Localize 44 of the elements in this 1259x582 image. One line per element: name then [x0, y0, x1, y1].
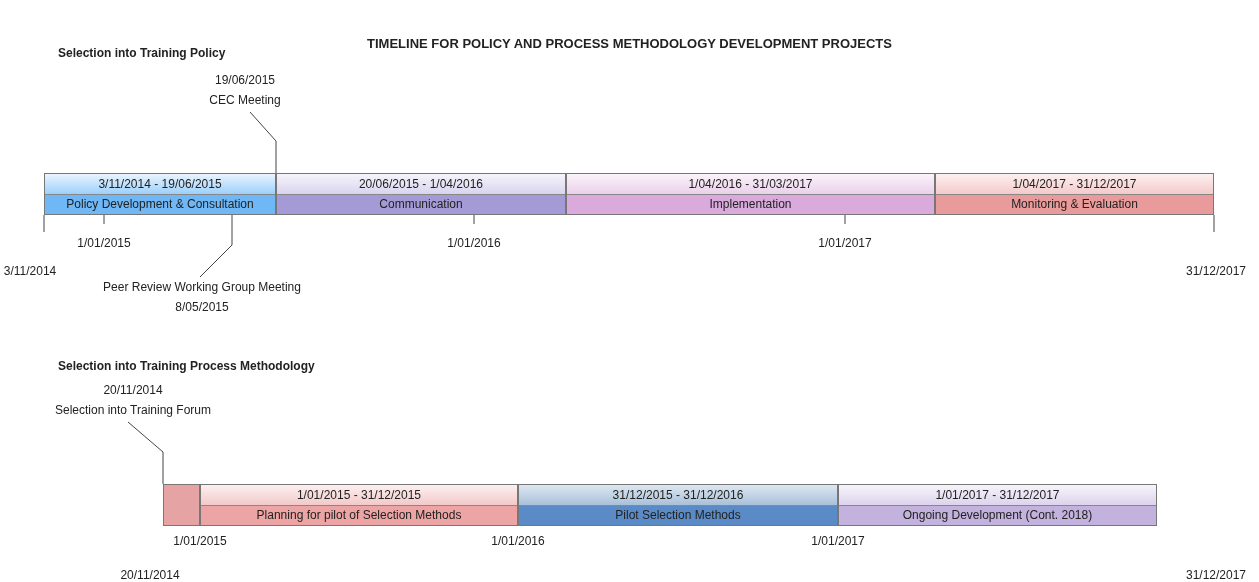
date-label: 1/01/2017	[818, 236, 872, 250]
leader-line	[199, 214, 233, 278]
date-range: 1/01/2017 - 31/12/2017	[839, 485, 1156, 506]
milestone-text: 19/06/2015	[213, 72, 277, 89]
date-label: 1/01/2016	[491, 534, 545, 548]
timeline-bar	[44, 173, 276, 215]
date-range: 1/04/2017 - 31/12/2017	[936, 174, 1213, 195]
date-label: 20/11/2014	[120, 568, 180, 582]
phase-label: Monitoring & Evaluation	[936, 194, 1213, 214]
phase-label: Ongoing Development (Cont. 2018)	[839, 505, 1156, 525]
date-range: 31/12/2015 - 31/12/2016	[519, 485, 837, 506]
timeline-bar	[566, 173, 935, 215]
date-label: 1/01/2015	[173, 534, 227, 548]
date-range: 20/06/2015 - 1/04/2016	[277, 174, 565, 195]
date-label: 1/01/2016	[447, 236, 501, 250]
leader-line	[127, 421, 164, 485]
milestone-text: Peer Review Working Group Meeting	[102, 279, 302, 296]
timeline-bar	[838, 484, 1157, 526]
date-range: 3/11/2014 - 19/06/2015	[45, 174, 275, 195]
phase-label: Implementation	[567, 194, 934, 214]
milestone-text: Selection into Training Forum	[53, 402, 213, 419]
timeline-bar	[518, 484, 838, 526]
date-label: 3/11/2014	[3, 264, 57, 278]
date-label: 1/01/2015	[77, 236, 131, 250]
timeline-bar	[200, 484, 518, 526]
date-range: 1/04/2016 - 31/03/2017	[567, 174, 934, 195]
phase-label: Communication	[277, 194, 565, 214]
milestone-text: 20/11/2014	[102, 382, 164, 399]
section-heading: Selection into Training Process Methodology	[58, 359, 315, 373]
chart-title: TIMELINE FOR POLICY AND PROCESS METHODOLOGY DEVELOPMENT PROJECTS	[366, 36, 893, 51]
timeline-bar	[276, 173, 566, 215]
date-label: 31/12/2017	[1185, 568, 1247, 582]
timeline-bar	[163, 484, 200, 526]
date-label: 1/01/2017	[811, 534, 865, 548]
milestone-text: CEC Meeting	[208, 92, 282, 109]
section-heading: Selection into Training Policy	[58, 46, 226, 60]
phase-label: Policy Development & Consultation	[45, 194, 275, 214]
phase-label: Planning for pilot of Selection Methods	[201, 505, 517, 525]
date-range: 1/01/2015 - 31/12/2015	[201, 485, 517, 506]
date-label: 31/12/2017	[1185, 264, 1247, 278]
leader-line	[249, 111, 277, 174]
milestone-text: 8/05/2015	[174, 299, 230, 316]
timeline-bar	[935, 173, 1214, 215]
phase-label: Pilot Selection Methods	[519, 505, 837, 525]
